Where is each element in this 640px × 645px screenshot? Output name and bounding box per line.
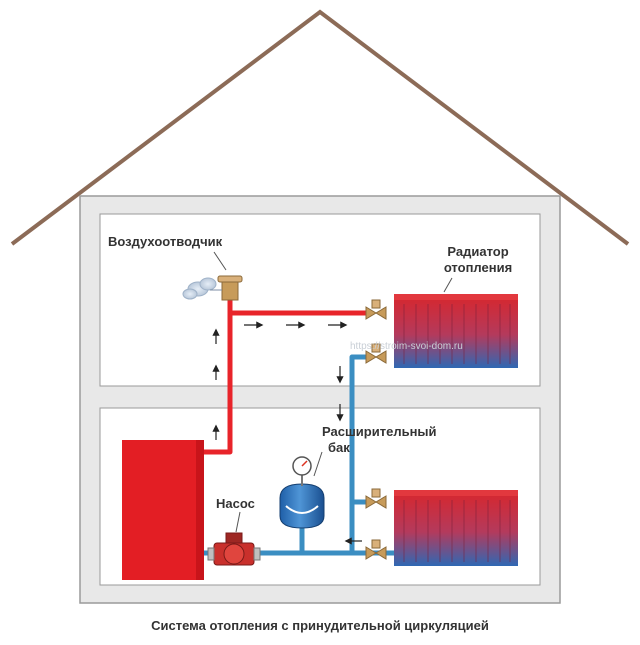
boiler-icon <box>122 440 204 580</box>
air-vent-icon <box>182 275 243 301</box>
expansion-leader <box>313 451 323 477</box>
valve-icon <box>365 299 387 320</box>
pump-icon <box>207 532 261 566</box>
hot-supply-pipe <box>204 310 370 455</box>
expansion-tank-label: Расширительный бак <box>322 424 462 456</box>
radiator-label-line2: отопления <box>443 260 513 275</box>
radiator-leader <box>443 277 453 293</box>
return-riser-pipe <box>349 354 370 505</box>
valve-icon <box>365 539 387 560</box>
expansion-tank-label-line1: Расширительный <box>322 424 437 439</box>
radiator-label-line1: Радиатор <box>447 244 509 259</box>
pump-leader <box>235 511 241 533</box>
pressure-gauge-icon <box>292 456 312 486</box>
watermark: https://stroim-svoi-dom.ru <box>350 341 463 352</box>
expansion-tank-icon <box>279 478 325 529</box>
radiator-label: Радиатор отопления <box>418 244 538 276</box>
pump-label: Насос <box>216 496 255 511</box>
roof <box>10 9 630 246</box>
air-vent-label: Воздухоотводчик <box>108 234 223 249</box>
arrow-icon <box>212 321 362 545</box>
radiator-icon <box>394 294 518 368</box>
radiator-icon <box>394 490 518 566</box>
diagram-caption: Система отопления с принудительной цирку… <box>151 618 489 633</box>
valve-icon <box>365 488 387 509</box>
air-vent-leader <box>213 251 227 271</box>
valve-icon <box>365 343 387 364</box>
expansion-tank-label-line2: бак <box>328 440 350 455</box>
